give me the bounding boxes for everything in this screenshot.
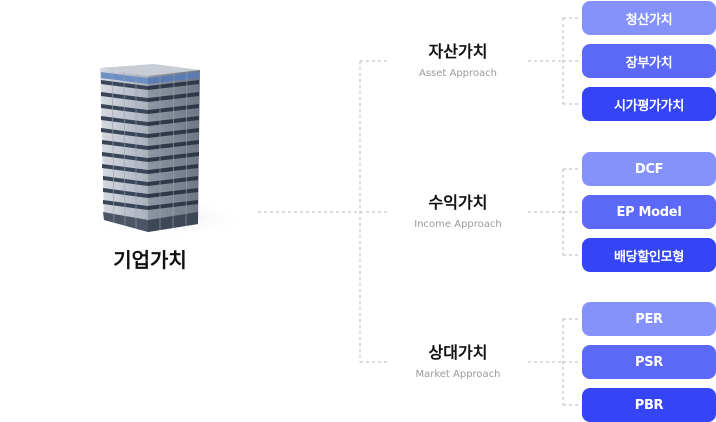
category-title: 상대가치 <box>428 343 488 362</box>
category-subtitle: Asset Approach <box>418 68 498 79</box>
method-pill: DCF <box>582 152 716 186</box>
category-asset: 자산가치 Asset Approach <box>398 42 518 81</box>
root-label: 기업가치 <box>113 248 187 272</box>
category-income: 수익가치 Income Approach <box>398 193 518 232</box>
method-pill: 장부가치 <box>582 44 716 78</box>
method-pill: 배당할인모형 <box>582 238 716 272</box>
category-subtitle: Income Approach <box>414 219 502 230</box>
method-pill: 시가평가가치 <box>582 87 716 121</box>
method-pill: EP Model <box>582 195 716 229</box>
method-pill: PBR <box>582 388 716 422</box>
category-title: 수익가치 <box>428 193 488 212</box>
method-pill: PSR <box>582 345 716 379</box>
office-building-icon <box>88 64 248 238</box>
category-subtitle: Market Approach <box>415 369 501 380</box>
category-market: 상대가치 Market Approach <box>398 343 518 382</box>
method-pill: PER <box>582 302 716 336</box>
category-title: 자산가치 <box>428 42 488 61</box>
method-pill: 청산가치 <box>582 1 716 35</box>
